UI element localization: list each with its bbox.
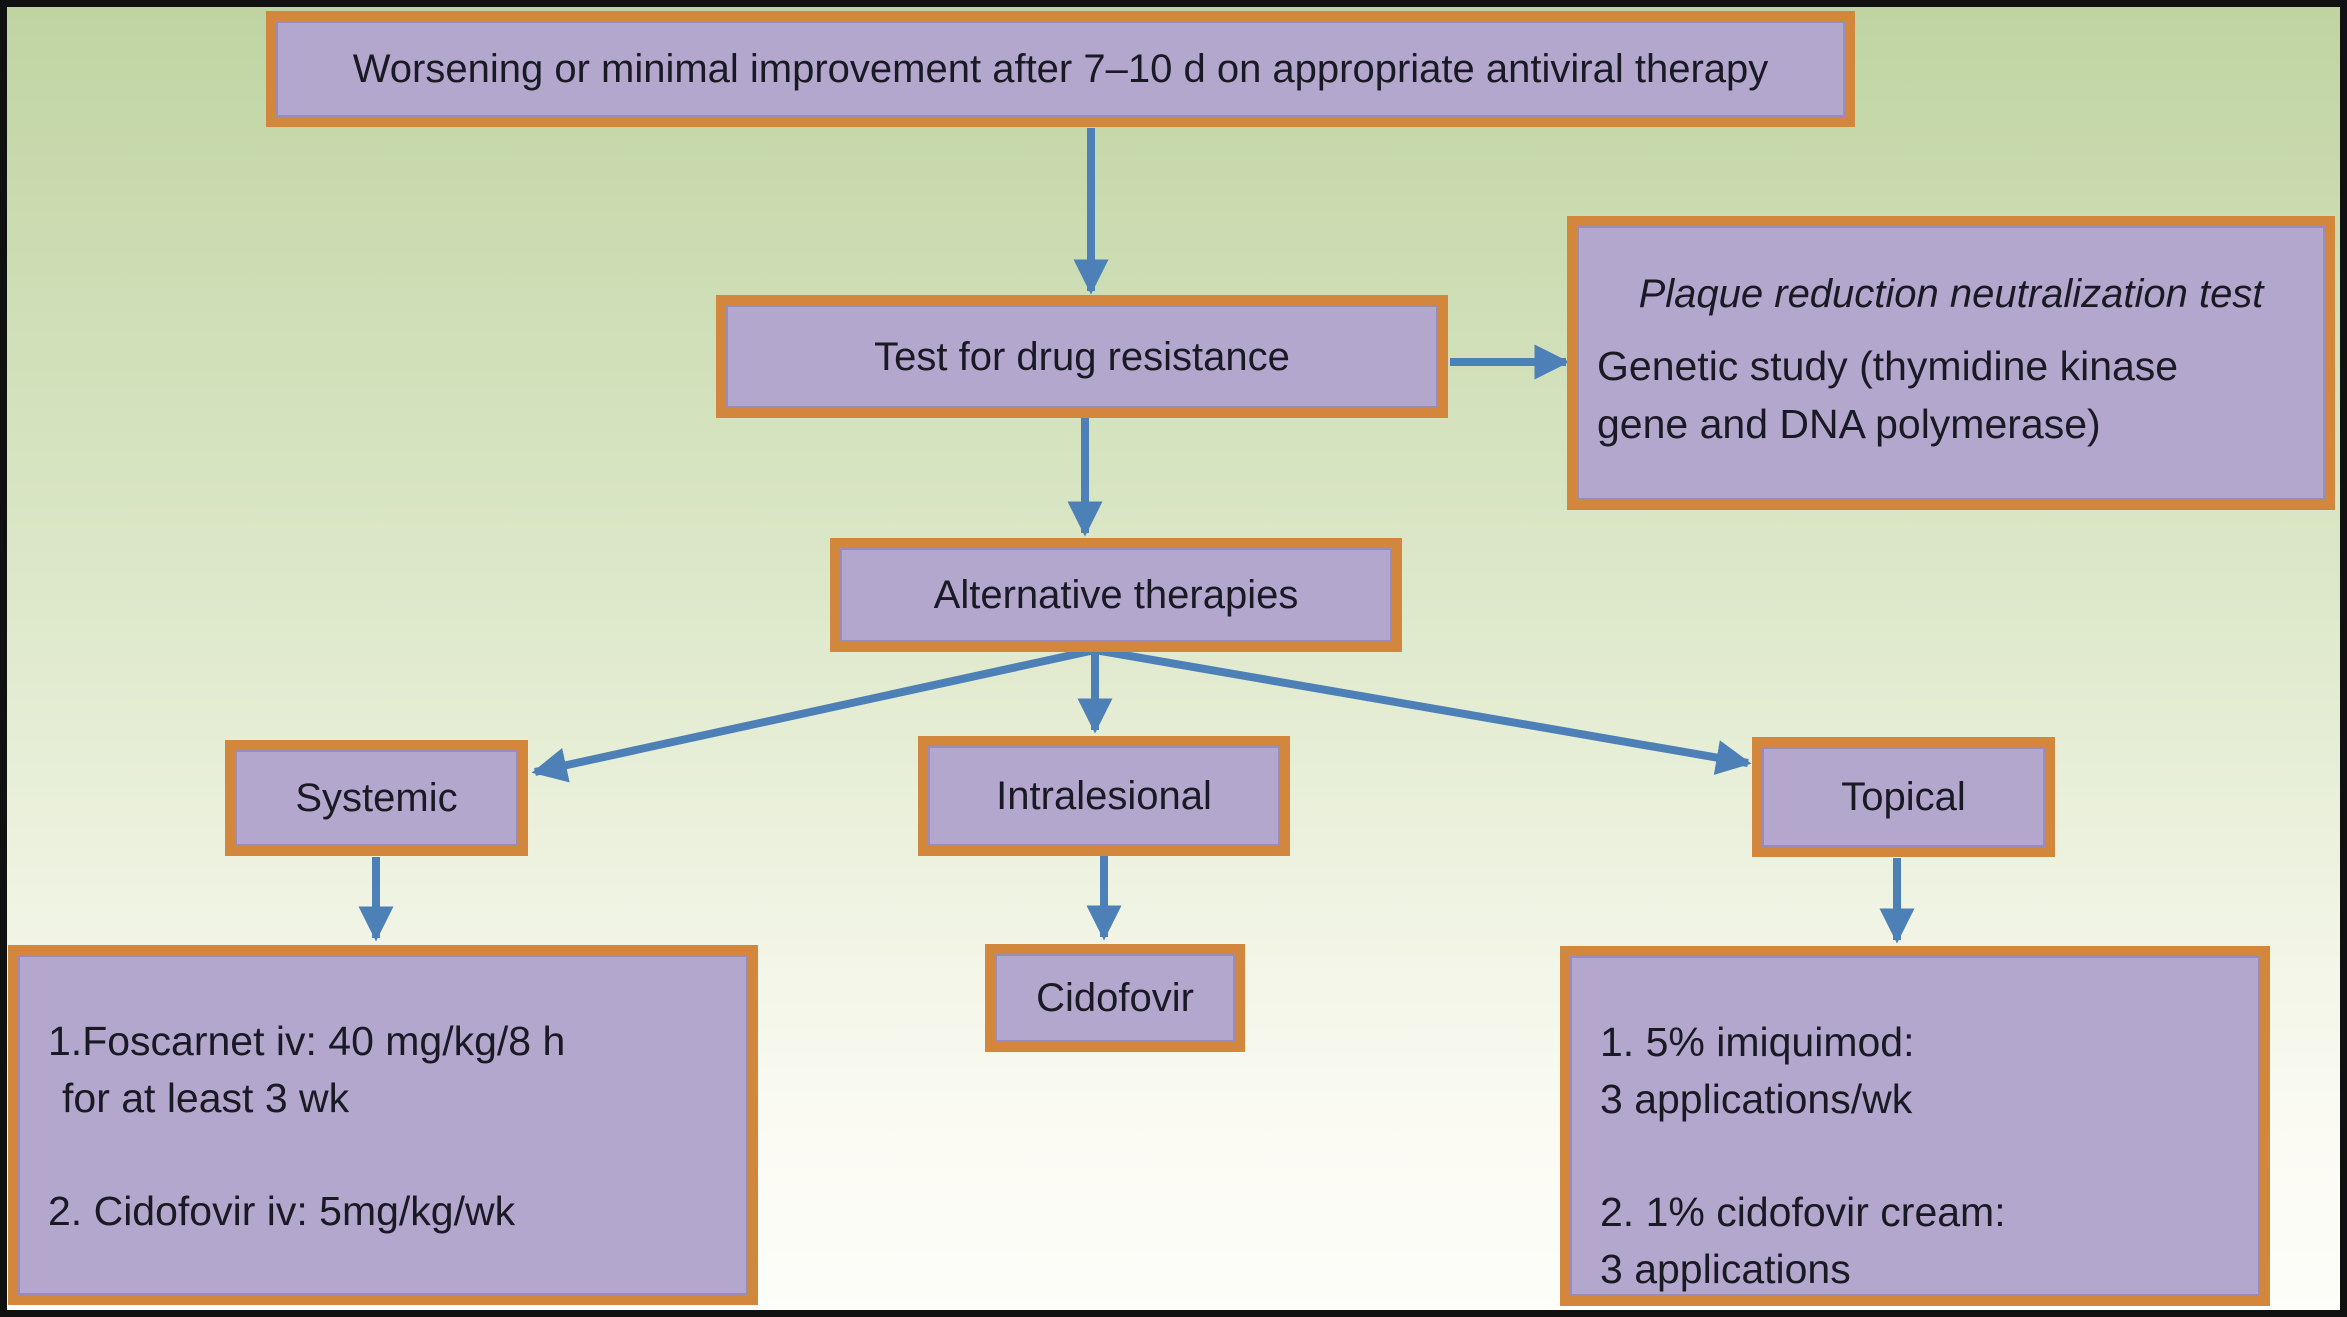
node-intralesional-label: Intralesional xyxy=(996,774,1212,818)
arrow-alternative-to-topical xyxy=(1094,646,1752,775)
systemic-details-line: 1.Foscarnet iv: 40 mg/kg/8 h xyxy=(48,1018,566,1064)
node-systemic: Systemic xyxy=(225,740,528,856)
node-intralesional: Intralesional xyxy=(918,736,1290,856)
node-alternative-therapies: Alternative therapies xyxy=(830,538,1402,652)
systemic-details-line: 2. Cidofovir iv: 5mg/kg/wk xyxy=(48,1188,516,1234)
systemic-details-line: for at least 3 wk xyxy=(62,1075,350,1121)
topical-details-line: 3 applications/wk xyxy=(1600,1076,1913,1122)
node-test-label: Test for drug resistance xyxy=(874,334,1290,379)
node-topical-details: 1. 5% imiquimod: 3 applications/wk 2. 1%… xyxy=(1560,946,2270,1306)
node-cidofovir: Cidofovir xyxy=(985,944,1245,1052)
node-systemic-label: Systemic xyxy=(295,776,458,820)
node-test-drug-resistance: Test for drug resistance xyxy=(716,295,1448,418)
node-topical: Topical xyxy=(1752,737,2055,857)
diagnostics-line: gene and DNA polymerase) xyxy=(1597,401,2101,447)
diagnostics-line: Genetic study (thymidine kinase xyxy=(1597,343,2179,389)
node-topical-label: Topical xyxy=(1841,775,1966,819)
node-cidofovir-label: Cidofovir xyxy=(1036,976,1194,1020)
node-diagnostics: Plaque reduction neutralization test Gen… xyxy=(1567,216,2335,510)
topical-details-line: 2. 1% cidofovir cream: xyxy=(1600,1189,2006,1235)
arrows-layer xyxy=(358,128,1915,944)
topical-details-line: 3 applications xyxy=(1600,1246,1851,1292)
node-worsening-label: Worsening or minimal improvement after 7… xyxy=(352,47,1769,91)
node-systemic-details: 1.Foscarnet iv: 40 mg/kg/8 h for at leas… xyxy=(8,945,758,1305)
node-worsening: Worsening or minimal improvement after 7… xyxy=(266,11,1855,127)
node-alternative-label: Alternative therapies xyxy=(933,573,1299,617)
diagnostics-title: Plaque reduction neutralization test xyxy=(1638,272,2264,316)
arrow-alternative-to-systemic xyxy=(531,646,1096,783)
topical-details-line: 1. 5% imiquimod: xyxy=(1600,1019,1915,1065)
